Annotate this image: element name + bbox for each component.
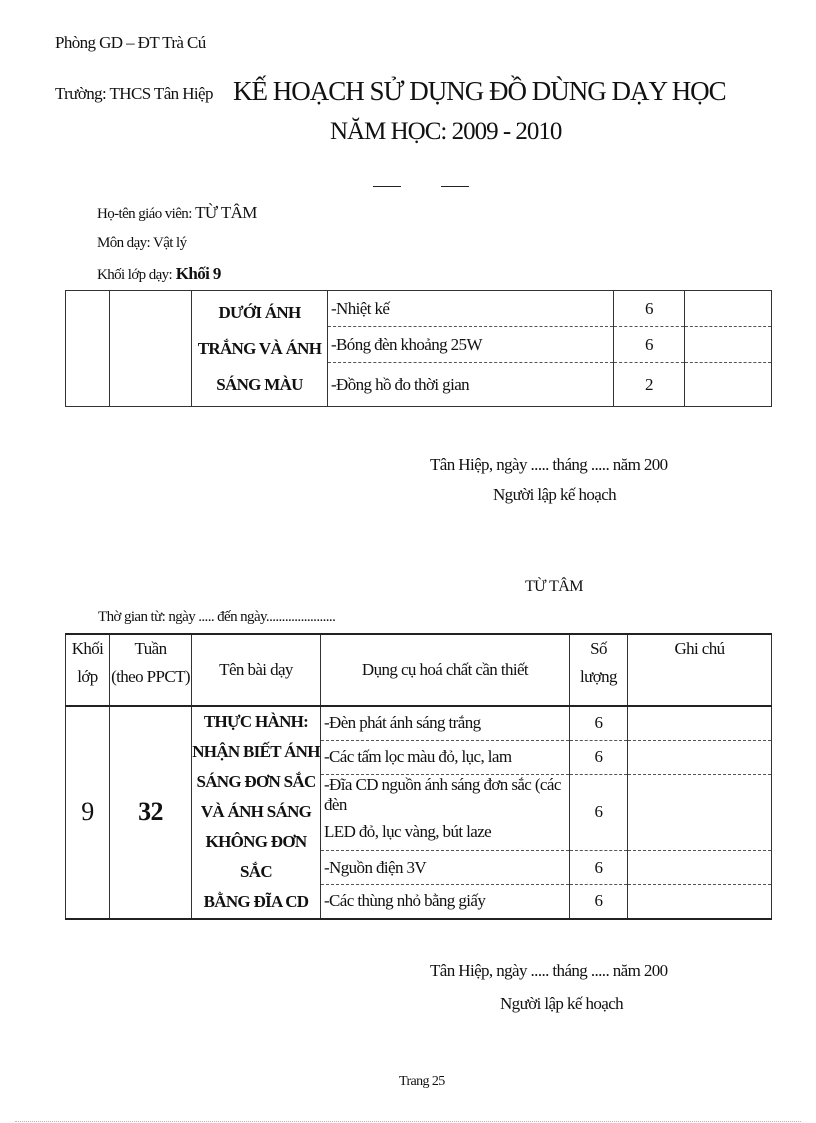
- quantity: 6: [569, 850, 628, 885]
- school-label: Trường: THCS Tân Hiệp: [55, 84, 213, 103]
- signer-role-top: Người lập kế hoạch: [493, 485, 617, 504]
- lesson-name-cell: THỰC HÀNH: NHẬN BIẾT ÁNH SÁNG ĐƠN SẮC VÀ…: [191, 706, 321, 919]
- note: [627, 774, 772, 851]
- equipment-table: Khối lớp Tuần (theo PPCT) Tên bài dạy Dụ…: [65, 633, 772, 920]
- subject-label: Môn dạy:: [97, 235, 151, 251]
- subject-value: Vật lý: [153, 235, 187, 251]
- equipment-table-continued: DƯỚI ÁNH TRẮNG VÀ ÁNH SÁNG MÀU -Nhiệt kế…: [65, 290, 772, 407]
- equipment-item: -Đèn phát ánh sáng trắng: [320, 706, 570, 741]
- lesson-line: VÀ ÁNH SÁNG: [200, 802, 312, 822]
- week-value-cell: 32: [109, 706, 192, 919]
- header-text: Số: [590, 639, 607, 658]
- lesson-line: SÁNG MÀU: [216, 374, 303, 394]
- header-text: (theo PPCT): [111, 667, 190, 686]
- school-year: NĂM HỌC: 2009 - 2010: [330, 118, 562, 145]
- equipment-item: -Các tấm lọc màu đỏ, lục, lam: [320, 740, 570, 775]
- quantity: 6: [569, 884, 628, 919]
- header-lesson: Tên bài dạy: [191, 634, 321, 707]
- table-row: -Nguồn điện 3V 6: [66, 850, 772, 885]
- equipment-item: -Nhiệt kế: [327, 290, 614, 327]
- header-text: lớp: [77, 667, 98, 686]
- header-equipment: Dụng cụ hoá chất cần thiết: [320, 634, 570, 707]
- note: [627, 740, 772, 775]
- subject-line: Môn dạy: Vật lý: [97, 235, 187, 252]
- equipment-item: -Bóng đèn khoảng 25W: [327, 326, 614, 363]
- header-text: lượng: [580, 667, 618, 686]
- equipment-item: -Đồng hồ đo thời gian: [331, 374, 470, 394]
- table-row: -Đồng hồ đo thời gian 2: [66, 362, 772, 407]
- grade-label: Khối lớp dạy:: [97, 267, 173, 283]
- lesson-line: BẰNG ĐĨA CD: [203, 892, 309, 912]
- table-row: -Bóng đèn khoảng 25W 6: [66, 326, 772, 363]
- grade-value: Khối 9: [175, 264, 222, 283]
- equipment-item-line2: LED đỏ, lục vàng, bút laze: [320, 814, 570, 851]
- page-number: Trang 25: [399, 1074, 445, 1089]
- quantity: 6: [569, 706, 628, 741]
- quantity: 6: [613, 326, 685, 363]
- quantity: 6: [569, 740, 628, 775]
- header-quantity: Số lượng: [569, 634, 628, 707]
- note: [684, 326, 772, 363]
- lesson-line: DƯỚI ÁNH: [218, 302, 301, 322]
- header-note: Ghi chú: [627, 634, 772, 707]
- quantity: 6: [613, 290, 685, 327]
- table-row: 9 32 THỰC HÀNH: NHẬN BIẾT ÁNH SÁNG ĐƠN S…: [65, 706, 772, 919]
- table-row: -Các thùng nhỏ bằng giấy 6: [66, 884, 772, 919]
- equipment-item: -Nguồn điện 3V: [320, 850, 570, 885]
- lesson-line: THỰC HÀNH:: [203, 712, 309, 732]
- note: [627, 884, 772, 919]
- grade-value-cell: 9: [65, 706, 110, 919]
- equipment-item: -Các thùng nhỏ bằng giấy: [324, 891, 486, 911]
- place-date-top: Tân Hiệp, ngày ..... tháng ..... năm 200: [430, 455, 668, 474]
- table-row: -Các tấm lọc màu đỏ, lục, lam 6: [66, 740, 772, 775]
- note: [684, 290, 772, 327]
- lesson-name-cell: DƯỚI ÁNH TRẮNG VÀ ÁNH SÁNG MÀU: [191, 290, 328, 407]
- lesson-line: KHÔNG ĐƠN SẮC: [205, 832, 308, 882]
- note: [627, 850, 772, 885]
- lesson-line: SÁNG ĐƠN SẮC: [196, 772, 316, 792]
- grade-cell: [65, 290, 110, 407]
- header-grade: Khối lớp: [65, 634, 110, 707]
- header-text: Tuần: [134, 639, 168, 658]
- decorative-dash-right: [441, 186, 469, 187]
- table-row: -Đĩa CD nguồn ánh sáng đơn sắc (các đèn …: [66, 774, 772, 851]
- equipment-item-line1: -Đĩa CD nguồn ánh sáng đơn sắc (các đèn: [324, 774, 561, 814]
- period-line: Thờ gian từ: ngày ..... đến ngày........…: [98, 609, 336, 625]
- header-week: Tuần (theo PPCT): [109, 634, 192, 707]
- week-cell: [109, 290, 192, 407]
- quantity: 2: [613, 362, 685, 407]
- note: [627, 706, 772, 741]
- decorative-dash-left: [373, 186, 401, 187]
- signer-name-top: TỪ TÂM: [525, 578, 583, 595]
- place-date-bottom: Tân Hiệp, ngày ..... tháng ..... năm 200: [430, 961, 668, 980]
- lesson-line: TRẮNG VÀ ÁNH: [197, 338, 322, 358]
- department-label: Phòng GD – ĐT Trà Cú: [55, 33, 206, 52]
- document-title: KẾ HOẠCH SỬ DỤNG ĐỒ DÙNG DẠY HỌC: [233, 76, 727, 106]
- table-row-continuation: LED đỏ, lục vàng, bút laze: [66, 814, 772, 851]
- table-header-row: Khối lớp Tuần (theo PPCT) Tên bài dạy Dụ…: [65, 634, 772, 707]
- teacher-name: TỪ TÂM: [195, 203, 257, 222]
- signer-role-bottom: Người lập kế hoạch: [500, 994, 624, 1013]
- teacher-line: Họ-tên giáo viên: TỪ TÂM: [97, 203, 257, 223]
- grade-line: Khối lớp dạy: Khối 9: [97, 264, 221, 284]
- header-text: Khối: [71, 639, 104, 658]
- lesson-line: NHẬN BIẾT ÁNH: [192, 742, 320, 762]
- teacher-label: Họ-tên giáo viên:: [97, 206, 192, 222]
- quantity: 6: [569, 774, 628, 851]
- page-divider: [15, 1121, 801, 1122]
- note: [684, 362, 772, 407]
